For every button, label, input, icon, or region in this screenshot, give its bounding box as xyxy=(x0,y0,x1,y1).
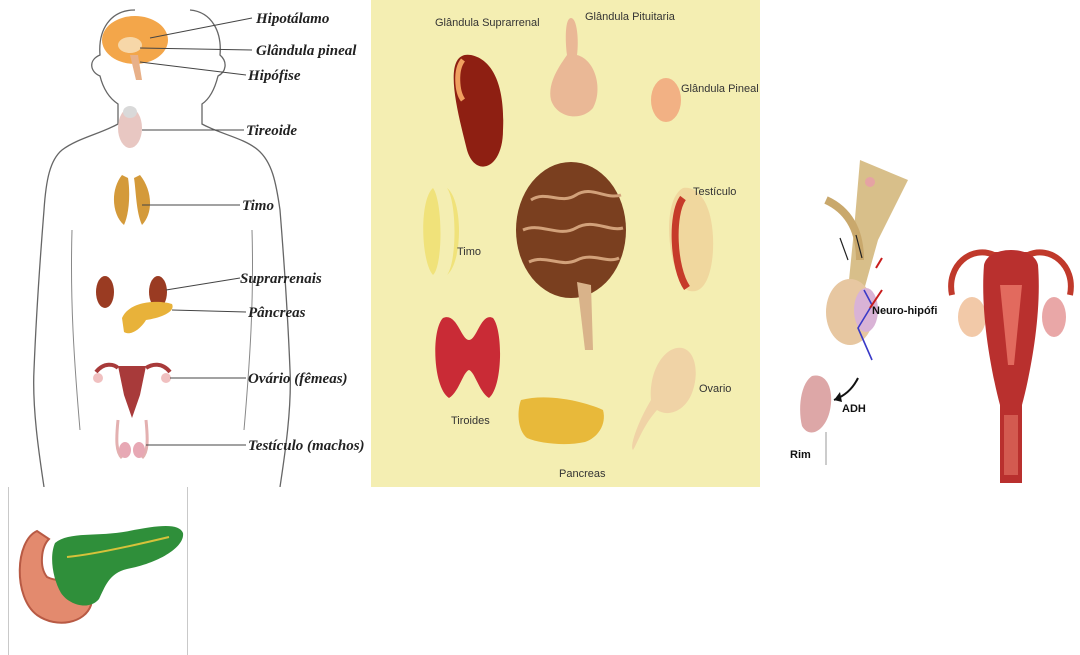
body-outline-figure: Hipotálamo Glândula pineal Hipófise Tire… xyxy=(0,0,372,487)
thyroid-large-shape xyxy=(435,317,500,398)
pancreas-large-shape xyxy=(519,397,604,444)
kidney-left-shape xyxy=(96,276,114,308)
pancreas-small-shape xyxy=(122,302,173,333)
label-ovario-2: Ovario xyxy=(699,383,731,395)
uterus-illustration xyxy=(942,225,1080,485)
label-testiculo-2: Testículo xyxy=(693,186,736,198)
label-ovario: Ovário (fêmeas) xyxy=(248,371,348,387)
thymus-shape xyxy=(114,175,150,225)
glands-illustration: Glândula Suprarrenal Glândula Pituitaria… xyxy=(371,0,760,487)
label-timo-2: Timo xyxy=(457,246,481,258)
testicle-left-shape xyxy=(119,442,131,458)
label-testiculo: Testículo (machos) xyxy=(248,438,365,454)
pancreas-illustration xyxy=(8,487,188,655)
label-pancreas: Pâncreas xyxy=(248,305,306,321)
label-glandula-pineal-2: Glândula Pineal xyxy=(681,83,759,95)
label-glandula-suprarrenal: Glândula Suprarrenal xyxy=(435,17,540,29)
label-glandula-pituitaria: Glândula Pituitaria xyxy=(585,11,676,23)
body-endocrine-diagram: Hipotálamo Glândula pineal Hipófise Tire… xyxy=(0,0,372,487)
adh-figure: Neuro-hipófise ADH Rim xyxy=(778,140,938,480)
label-rim: Rim xyxy=(790,449,811,461)
label-suprarrenais: Suprarrenais xyxy=(240,271,322,287)
label-hipofise: Hipófise xyxy=(247,68,301,84)
ovary-left-shape xyxy=(958,297,986,337)
label-hipotalamo: Hipotálamo xyxy=(255,11,329,27)
label-tiroides: Tiroides xyxy=(451,415,490,427)
pineal-shape xyxy=(651,78,681,122)
label-timo: Timo xyxy=(242,198,274,214)
glands-figure: Glândula Suprarrenal Glândula Pituitaria… xyxy=(371,0,760,487)
label-glandula-pineal: Glândula pineal xyxy=(256,43,357,59)
label-adh: ADH xyxy=(842,403,866,415)
pituitary-shape xyxy=(550,18,597,116)
uterus-figure xyxy=(942,225,1080,485)
testicle-right-shape xyxy=(133,442,145,458)
uterus-small-shape xyxy=(118,366,146,418)
kidney-shape xyxy=(800,375,831,432)
ovary-right-shape xyxy=(1042,297,1066,337)
label-tireoide: Tireoide xyxy=(246,123,297,139)
ovary-large-shape xyxy=(632,348,696,450)
adh-kidney-diagram: Neuro-hipófise ADH Rim xyxy=(778,140,938,480)
pancreas-figure xyxy=(9,487,187,655)
adrenal-gland-shape xyxy=(454,55,504,167)
label-neuro-hipofise: Neuro-hipófise xyxy=(872,305,938,317)
label-pancreas-2: Pancreas xyxy=(559,468,606,480)
thymus-large-shape xyxy=(423,188,459,275)
